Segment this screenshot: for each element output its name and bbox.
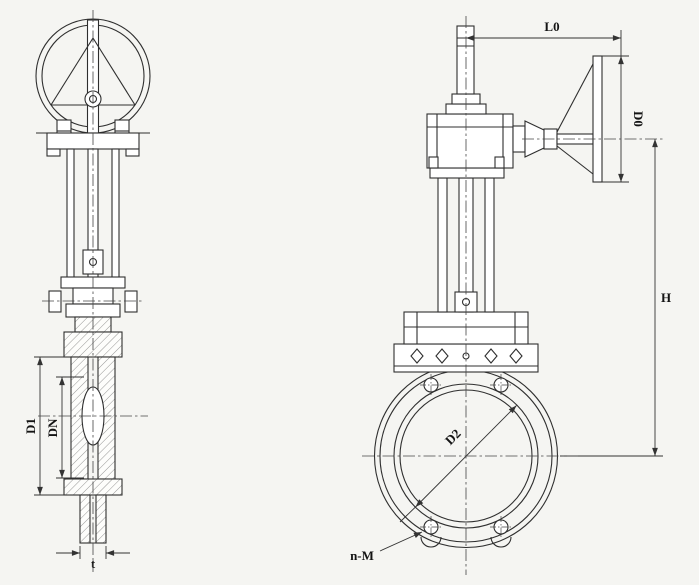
yoke-rod-left <box>66 148 75 279</box>
handwheel-spoke <box>50 37 94 106</box>
dim-label-dn: DN <box>45 418 60 437</box>
handwheel-dish <box>556 63 594 133</box>
dim-label-l0: L0 <box>544 19 559 34</box>
handwheel-dish <box>556 145 594 175</box>
flange-bolt-diamond <box>509 348 523 364</box>
bottom-lug-left <box>420 536 442 548</box>
bottom-stub-wall-right <box>95 494 107 544</box>
handwheel-rim-side <box>592 55 603 183</box>
front-view: D1 DN t <box>23 18 151 571</box>
dim-label-nm: n-M <box>350 548 374 563</box>
gland-bolt-left <box>48 290 62 313</box>
side-view: L0 D0 H D2 n-M <box>350 19 671 563</box>
flange-bolt-diamond <box>435 348 449 364</box>
gland-bolt-right <box>124 290 138 313</box>
dim-label-d0: D0 <box>631 111 646 127</box>
gearbox-bolt <box>428 156 439 169</box>
yoke-rod-right-side <box>484 177 495 313</box>
centerlines <box>38 10 663 575</box>
dim-label-d2: D2 <box>442 426 464 448</box>
gearbox-bolt <box>494 156 505 169</box>
housing-foot-right <box>125 148 140 157</box>
dim-label-d1: D1 <box>23 418 38 434</box>
handwheel-spoke <box>92 37 136 106</box>
stem-top <box>456 25 475 95</box>
flange-bolt-diamond <box>484 348 498 364</box>
bottom-stub-wall-left <box>79 494 91 544</box>
housing-foot-left <box>46 148 61 157</box>
leader-line-nm <box>379 531 423 552</box>
yoke-rod-left-side <box>437 177 448 313</box>
yoke-rod-right <box>111 148 120 279</box>
bottom-lug-right <box>490 536 512 548</box>
dim-label-h: H <box>661 290 671 305</box>
dimension-tail <box>399 506 416 523</box>
flange-bolt-diamond <box>410 348 424 364</box>
gearbox-base <box>429 167 505 179</box>
